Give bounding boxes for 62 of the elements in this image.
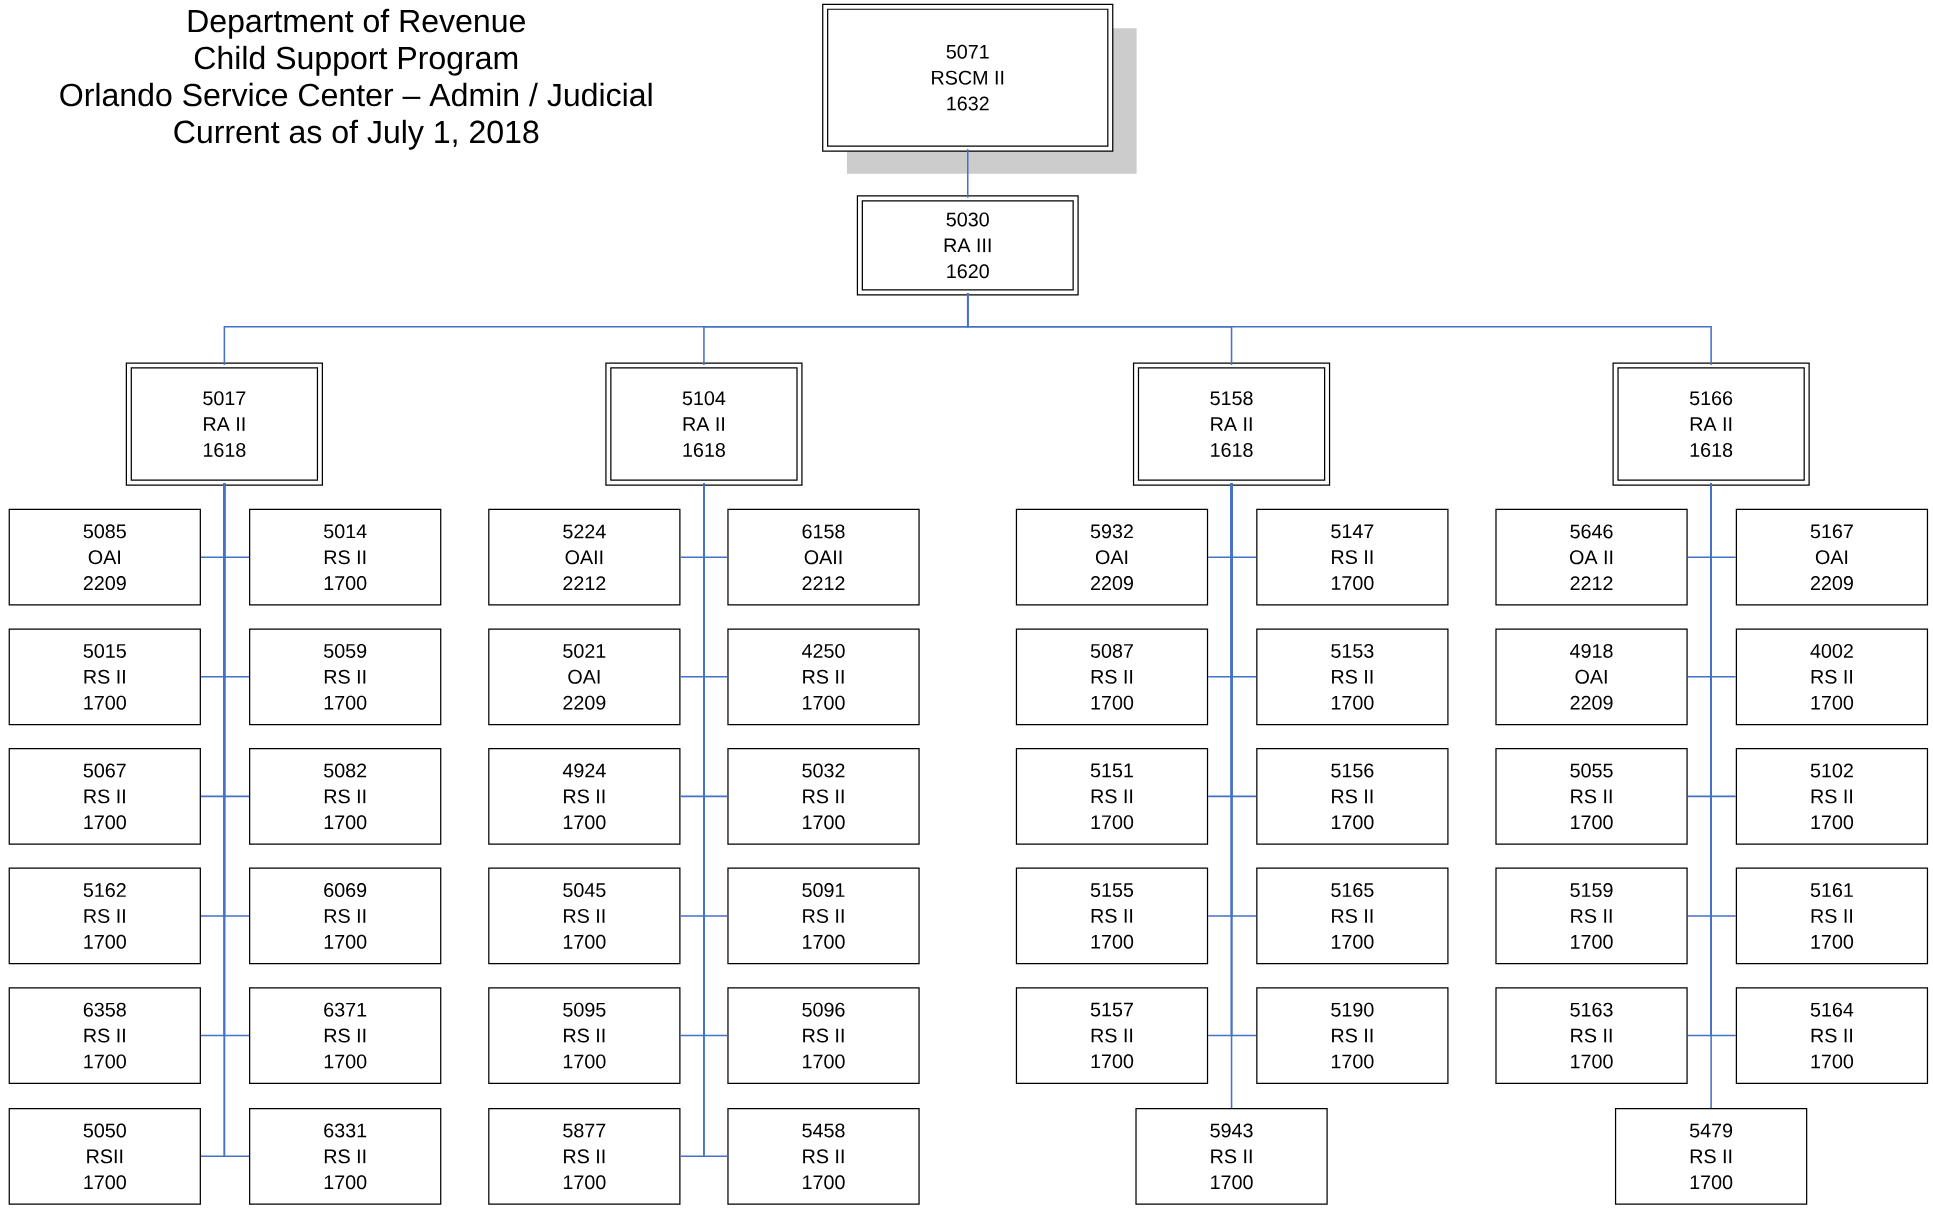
position-box: 5163 RS II 1700 xyxy=(1495,986,1688,1084)
position-box: 5091 RS II 1700 xyxy=(727,867,920,965)
position-box: 5153 RS II 1700 xyxy=(1256,628,1449,725)
position-box: 6069 RS II 1700 xyxy=(249,867,442,965)
position-box: 5017 RA II 1618 xyxy=(125,362,323,486)
position-box: 5096 RS II 1700 xyxy=(727,986,920,1084)
position-box: 5158 RA II 1618 xyxy=(1132,362,1331,486)
position-box: 5015 RS II 1700 xyxy=(8,628,201,725)
position-box: 5159 RS II 1700 xyxy=(1495,867,1688,965)
connector-line xyxy=(1710,482,1712,1109)
position-box: 5164 RS II 1700 xyxy=(1735,986,1929,1084)
position-box: 5479 RS II 1700 xyxy=(1614,1107,1808,1205)
position-box: 5032 RS II 1700 xyxy=(727,747,920,845)
position-box: 5021 OAI 2209 xyxy=(488,628,681,725)
position-box: 5161 RS II 1700 xyxy=(1735,867,1929,965)
position-box: 5067 RS II 1700 xyxy=(8,747,201,845)
connector-line xyxy=(1230,482,1233,1109)
position-box: 4002 RS II 1700 xyxy=(1735,628,1929,725)
position-box: 5167 OAI 2209 xyxy=(1735,508,1929,606)
position-box: 5932 OAI 2209 xyxy=(1015,508,1209,606)
position-box: 5014 RS II 1700 xyxy=(249,508,442,606)
position-box: 5071 RSCM II 1632 xyxy=(822,3,1137,174)
position-box: 5087 RS II 1700 xyxy=(1015,628,1209,725)
position-box: 4918 OAI 2209 xyxy=(1495,628,1688,725)
position-box: 5095 RS II 1700 xyxy=(488,986,681,1084)
position-box: 5166 RA II 1618 xyxy=(1612,362,1810,486)
position-box: 5162 RS II 1700 xyxy=(8,867,201,965)
position-box: 5055 RS II 1700 xyxy=(1495,747,1688,845)
heading-line: Current as of July 1, 2018 xyxy=(174,119,539,150)
position-box: 5030 RA III 1620 xyxy=(856,195,1079,296)
position-box: 6331 RS II 1700 xyxy=(249,1107,442,1205)
position-box: 4924 RS II 1700 xyxy=(488,747,681,845)
position-box: 5943 RS II 1700 xyxy=(1135,1107,1328,1205)
position-box: 5877 RS II 1700 xyxy=(488,1107,681,1205)
position-box: 6158 OAII 2212 xyxy=(727,508,920,606)
position-box: 5082 RS II 1700 xyxy=(249,747,442,845)
position-box: 5165 RS II 1700 xyxy=(1256,867,1449,965)
position-box: 5151 RS II 1700 xyxy=(1015,747,1209,845)
position-box: 5147 RS II 1700 xyxy=(1256,508,1449,606)
position-box: 5458 RS II 1700 xyxy=(727,1107,920,1205)
position-box: 4250 RS II 1700 xyxy=(727,628,920,725)
heading-line: Orlando Service Center – Admin / Judicial xyxy=(60,82,652,107)
connector-line xyxy=(966,148,969,199)
position-box: 5045 RS II 1700 xyxy=(488,867,681,965)
position-box: 6371 RS II 1700 xyxy=(249,986,442,1084)
position-box: 5224 OAII 2212 xyxy=(488,508,681,606)
connector-line xyxy=(703,482,729,1157)
position-box: 6358 RS II 1700 xyxy=(8,986,201,1084)
position-box: 5059 RS II 1700 xyxy=(249,628,442,725)
heading-line: Child Support Program xyxy=(194,45,518,76)
position-box: 5190 RS II 1700 xyxy=(1256,986,1449,1084)
position-box: 5157 RS II 1700 xyxy=(1015,986,1209,1084)
position-box: 5050 RSII 1700 xyxy=(8,1107,201,1205)
connector-line xyxy=(966,292,1712,366)
position-box: 5155 RS II 1700 xyxy=(1015,867,1209,965)
position-box: 5102 RS II 1700 xyxy=(1735,747,1929,845)
position-box: 5646 OA II 2212 xyxy=(1495,508,1688,606)
connector-line xyxy=(223,482,250,1157)
position-box: 5104 RA II 1618 xyxy=(605,362,803,486)
position-box: 5156 RS II 1700 xyxy=(1256,747,1449,845)
title: Department of Revenue xyxy=(188,8,525,39)
position-box: 5085 OAI 2209 xyxy=(8,508,201,606)
